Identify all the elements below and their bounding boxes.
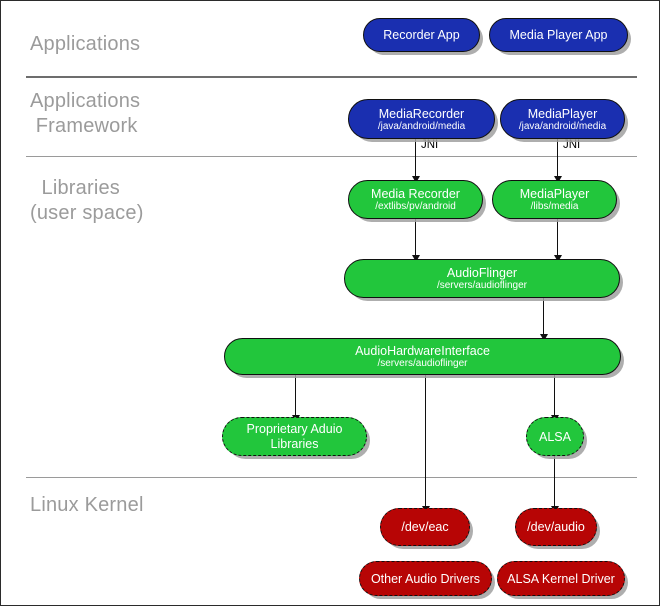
node-dev-audio[interactable]: /dev/audio (515, 508, 597, 546)
node-media-recorder-library[interactable]: Media Recorder /extlibs/pv/android (348, 180, 483, 219)
divider-applications-framework (26, 156, 637, 157)
divider-applications (26, 76, 637, 78)
connector-ahi-to-alsa (554, 375, 555, 417)
node-other-audio-drivers-title: Other Audio Drivers (370, 571, 481, 586)
node-mediarecorder-framework-title: MediaRecorder (378, 106, 465, 121)
node-mediaplayer-framework-title: MediaPlayer (527, 106, 598, 121)
connector-mediarecorder-jni (415, 139, 416, 178)
connector-alsa-to-dev-audio (554, 456, 555, 508)
node-media-player-library-title: MediaPlayer (519, 187, 590, 201)
node-media-recorder-library-path: /extlibs/pv/android (375, 201, 456, 212)
divider-libraries (26, 477, 637, 478)
node-media-player-library-path: /libs/media (530, 201, 579, 212)
node-dev-audio-title: /dev/audio (527, 520, 585, 534)
node-audioflinger-title: AudioFlinger (446, 266, 518, 280)
node-proprietary-audio-libraries[interactable]: Proprietary Aduio Libraries (222, 417, 367, 456)
node-other-audio-drivers[interactable]: Other Audio Drivers (359, 561, 492, 596)
node-mediaplayer-framework[interactable]: MediaPlayer /java/android/media (500, 99, 625, 139)
node-proprietary-audio-libraries-line1: Proprietary Aduio (246, 421, 343, 436)
edge-label-jni-left: JNI (421, 139, 439, 151)
connector-ahi-to-proprietary-libraries (295, 375, 296, 417)
node-alsa-kernel-driver-title: ALSA Kernel Driver (507, 571, 615, 586)
connector-audioflinger-to-audiohardwareinterface (543, 298, 544, 336)
node-audioflinger-path: /servers/audioflinger (436, 280, 528, 291)
connector-mediaplayer-jni (557, 139, 558, 178)
node-media-player-library[interactable]: MediaPlayer /libs/media (492, 180, 617, 219)
layer-label-applications: Applications (30, 33, 141, 55)
node-media-player-app-title: Media Player App (509, 28, 608, 42)
node-recorder-app-title: Recorder App (383, 28, 460, 42)
node-audioflinger[interactable]: AudioFlinger /servers/audioflinger (344, 259, 620, 298)
edge-label-jni-right: JNI (563, 139, 581, 151)
node-media-recorder-library-title: Media Recorder (371, 187, 460, 201)
node-recorder-app[interactable]: Recorder App (363, 18, 480, 52)
node-dev-eac[interactable]: /dev/eac (380, 508, 470, 546)
node-media-player-app[interactable]: Media Player App (489, 18, 628, 52)
layer-label-linux-kernel: Linux Kernel (30, 494, 144, 516)
layer-label-applications-framework: Applications Framework (30, 90, 141, 137)
node-alsa-title: ALSA (539, 429, 571, 444)
node-mediarecorder-framework-path: /java/android/media (377, 120, 466, 132)
diagram-canvas: Applications Applications Framework Libr… (5, 4, 656, 604)
node-audiohardwareinterface[interactable]: AudioHardwareInterface /servers/audiofli… (224, 338, 621, 375)
connector-ahi-to-dev-eac (425, 375, 426, 508)
node-alsa[interactable]: ALSA (526, 417, 584, 456)
connector-media-recorder-to-audioflinger (415, 219, 416, 257)
node-audiohardwareinterface-title: AudioHardwareInterface (355, 344, 490, 358)
connector-media-player-to-audioflinger (557, 219, 558, 257)
node-mediaplayer-framework-path: /java/android/media (518, 120, 607, 132)
node-alsa-kernel-driver[interactable]: ALSA Kernel Driver (497, 561, 625, 596)
node-mediarecorder-framework[interactable]: MediaRecorder /java/android/media (348, 99, 495, 139)
layer-label-libraries: Libraries (user space) (30, 177, 144, 224)
node-audiohardwareinterface-path: /servers/audioflinger (377, 358, 468, 369)
node-dev-eac-title: /dev/eac (401, 520, 449, 534)
node-proprietary-audio-libraries-line2: Libraries (270, 436, 319, 451)
